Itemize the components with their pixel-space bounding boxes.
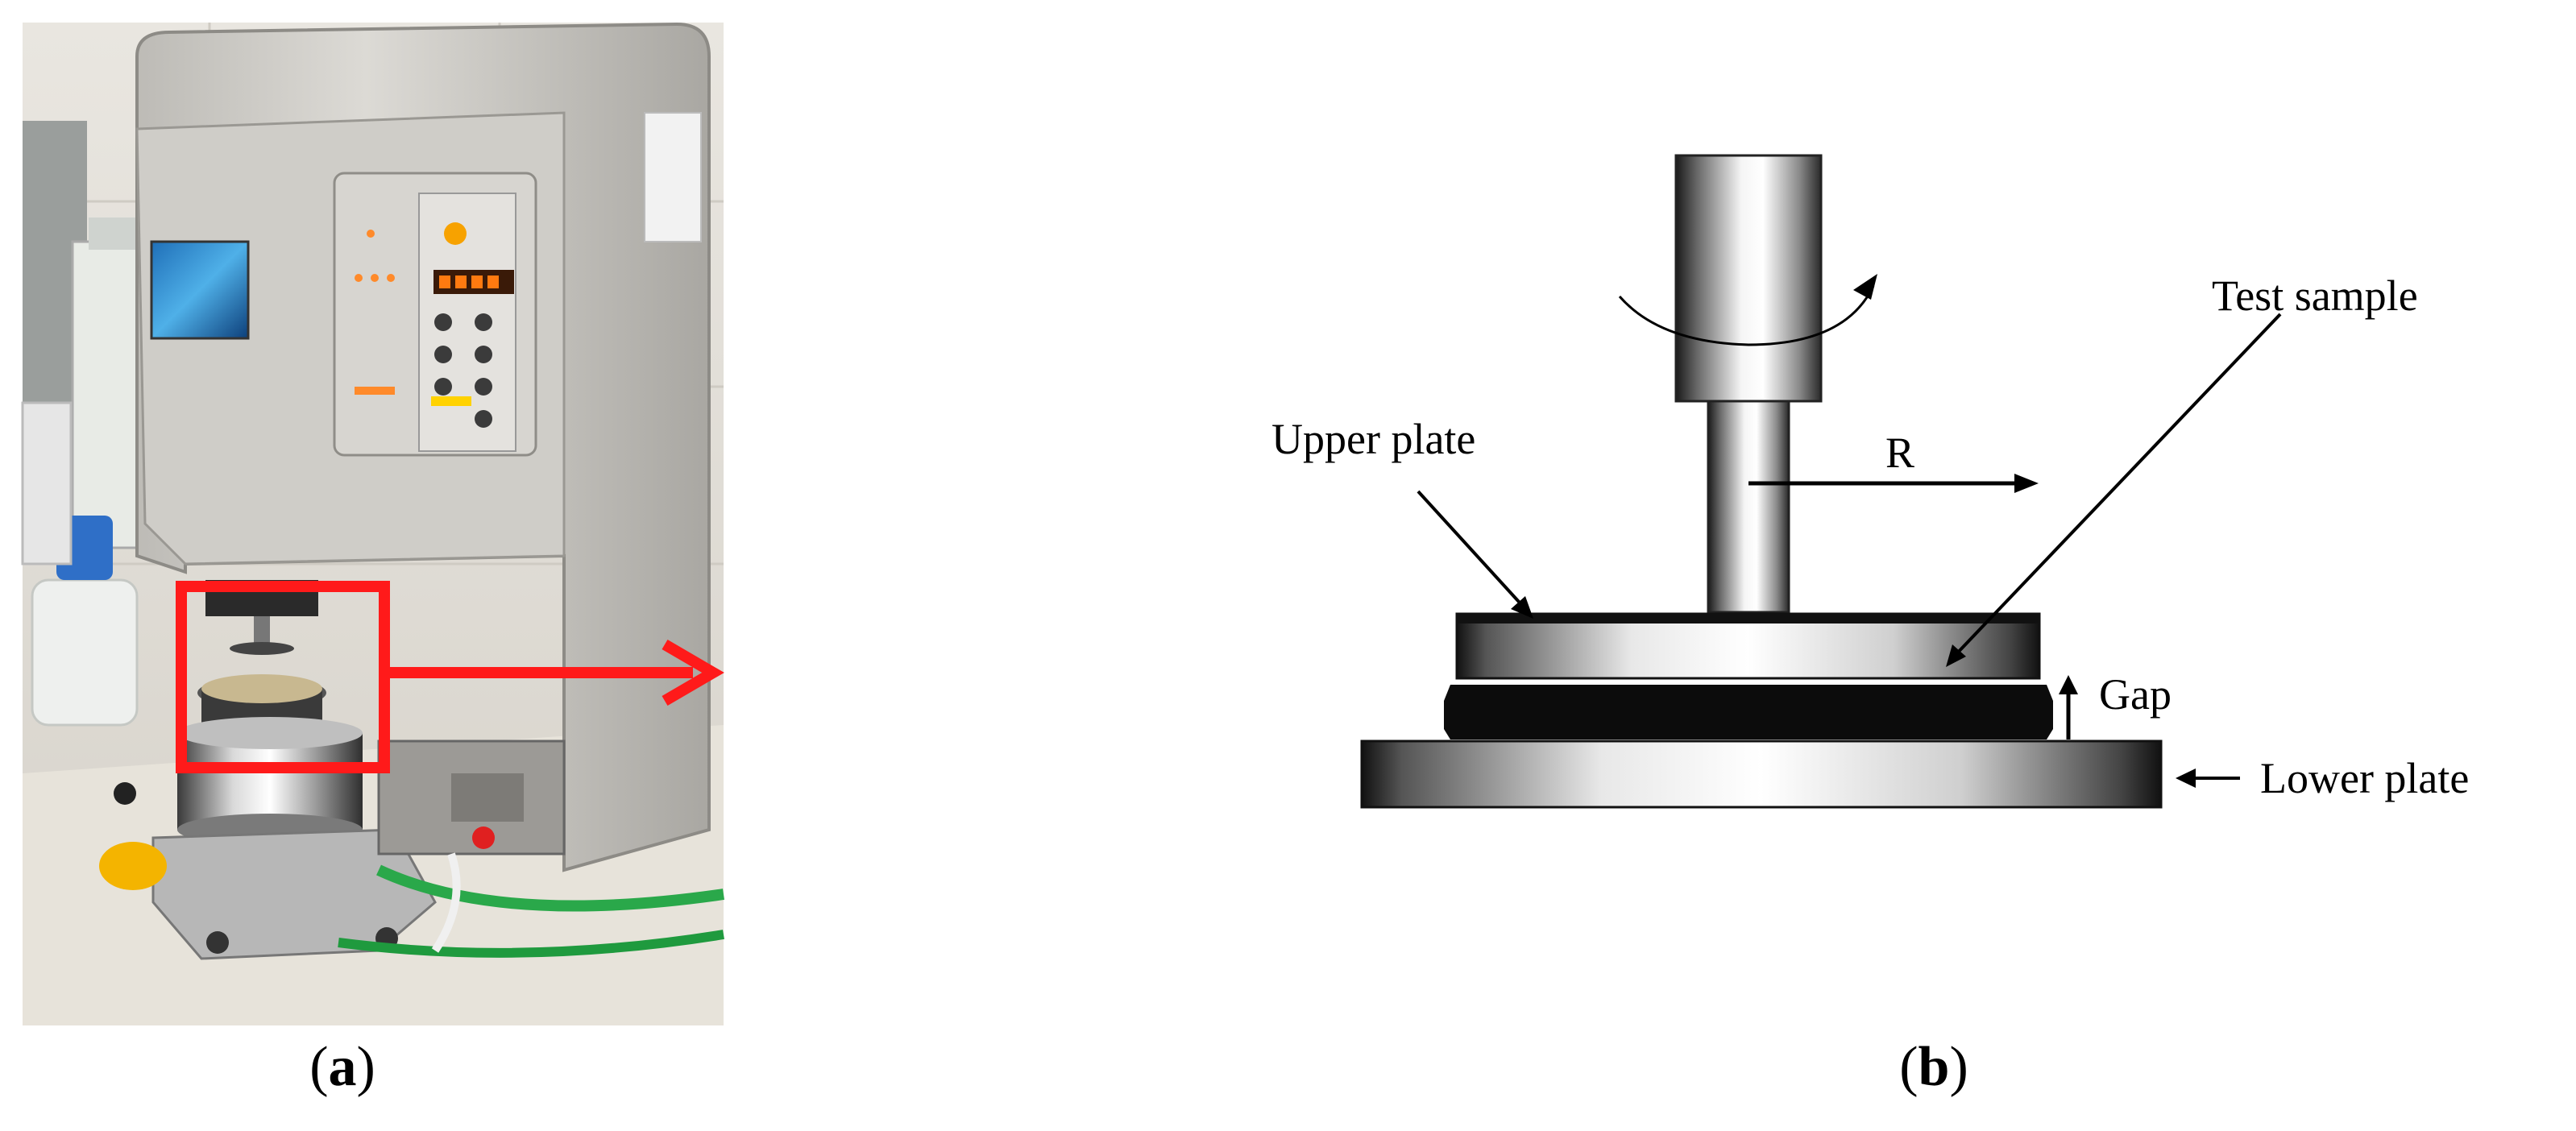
upper-plate-leader [1417,490,1529,612]
gap-arrowhead-icon [2059,675,2078,694]
radius-label: R [1885,429,1914,477]
green-tube [376,864,724,912]
panel-b-caption: (b) [1853,1035,2014,1100]
test-sample-label: Test sample [2212,271,2418,320]
caption-b-close: ) [1949,1036,1968,1098]
panel-a-caption: (a) [262,1035,423,1100]
caption-b-letter: b [1918,1036,1950,1098]
gap-label: Gap [2099,670,2172,719]
caption-b-open: ( [1899,1036,1919,1098]
panel-a-photo [21,22,724,1025]
yellow-disc [99,842,167,890]
panel-b-diagram: R Test sample Upper plate Gap Lower plat… [1271,154,2469,809]
upper-plate-label: Upper plate [1271,415,1475,463]
sticker [644,112,702,242]
test-sample-leader [1952,313,2282,658]
keypad-buttons [434,313,492,428]
caption-a-letter: a [328,1036,357,1098]
rotation-arrow-icon [1618,285,1875,346]
wash-bottle [31,578,139,727]
highlight-arrowhead-icon [662,639,724,706]
lower-plate [1360,740,2163,809]
lower-plate-arrowhead-icon [2176,768,2196,788]
caption-a-open: ( [309,1036,329,1098]
radius-arrowhead-icon [2014,474,2039,493]
upper-plate [1455,612,2041,680]
test-sample [1444,685,2053,740]
cooling-window [150,240,250,340]
sample [201,674,322,703]
upper-shaft [1674,154,1823,403]
caption-a-close: ) [356,1036,375,1098]
lower-shaft [1707,400,1790,614]
lower-plate-label: Lower plate [2260,754,2469,802]
status-led-icon [444,222,467,245]
upper-geometry [230,642,294,655]
